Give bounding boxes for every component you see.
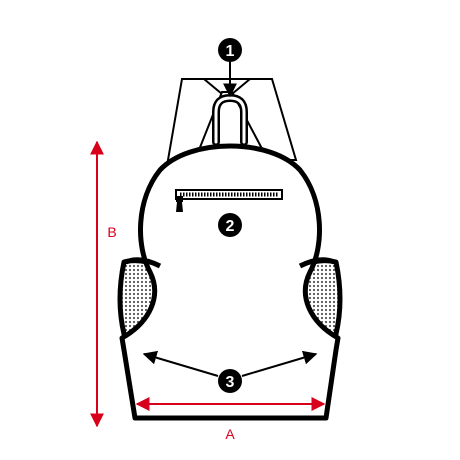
dimension-width: A bbox=[135, 397, 326, 442]
backpack-body bbox=[119, 143, 341, 421]
callout-2: 2 bbox=[218, 213, 242, 237]
dimension-height: B bbox=[90, 140, 117, 428]
callout-1: 1 bbox=[218, 38, 242, 98]
callout-3-number: 3 bbox=[226, 374, 235, 391]
dimension-width-label: A bbox=[225, 426, 235, 442]
callout-3: 3 bbox=[142, 350, 318, 393]
callout-1-number: 1 bbox=[226, 43, 235, 60]
callout-2-number: 2 bbox=[226, 218, 235, 235]
front-zipper bbox=[175, 189, 283, 212]
dimension-height-label: B bbox=[107, 224, 116, 240]
top-handle bbox=[212, 93, 248, 146]
